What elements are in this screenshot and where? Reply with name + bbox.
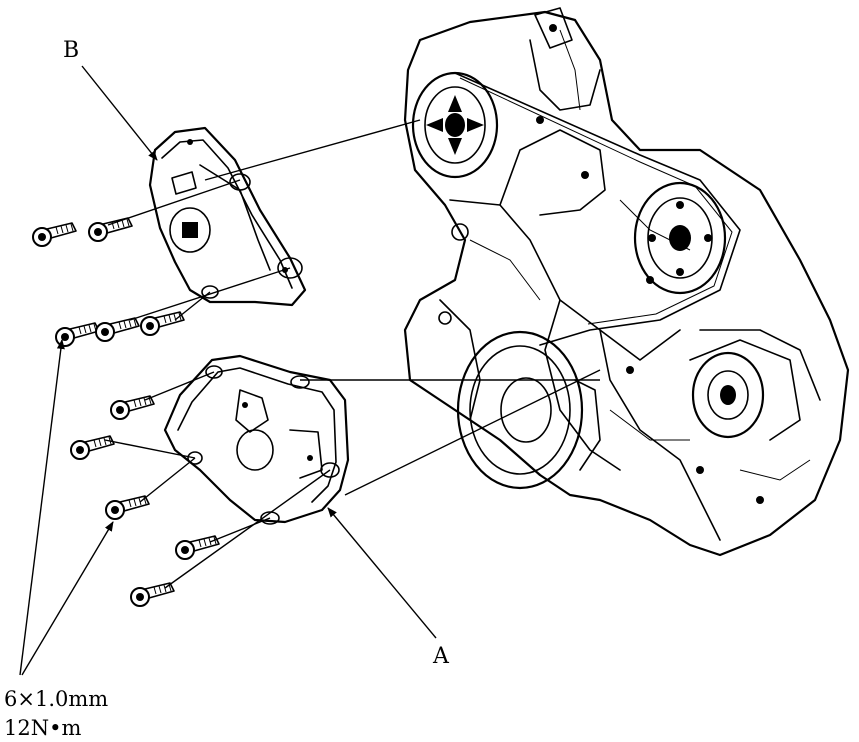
callout-b: B [63, 38, 158, 161]
callout-a: A [327, 507, 450, 669]
fastener-size-label: 6×1.0mm [4, 687, 108, 711]
upper-timing-cover [148, 126, 307, 307]
assembly-guide-lines [104, 119, 601, 589]
fastener-torque-label: 12N•m [4, 716, 81, 740]
callout-b-label: B [63, 38, 79, 63]
fastener-bolts [32, 217, 220, 607]
fastener-spec-callout: 6×1.0mm 12N•m [4, 339, 114, 740]
tensioner-pulley [689, 339, 801, 441]
callout-a-label: A [432, 644, 450, 669]
engine-block [403, 7, 850, 557]
crankshaft-pulley [456, 330, 601, 490]
lower-timing-cover [163, 354, 350, 525]
camshaft-pulley [411, 71, 499, 179]
timing-pulley [633, 181, 727, 295]
